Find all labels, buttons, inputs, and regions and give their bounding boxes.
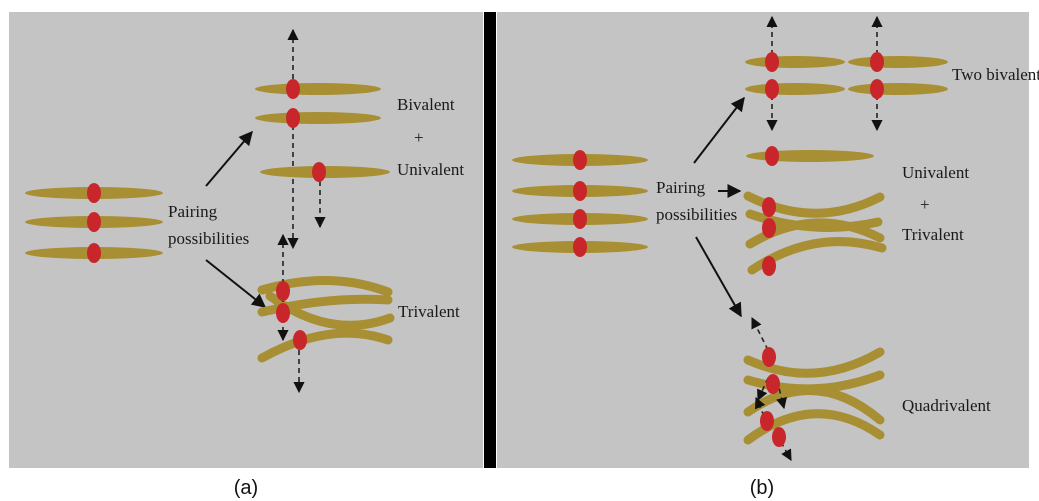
panel-a-trivalent-label: Trivalent bbox=[398, 302, 460, 321]
panel-b-bivalent-2 bbox=[848, 15, 948, 132]
panel-a-trivalent bbox=[257, 233, 395, 394]
panel-b-arrow-to-quadrivalent bbox=[695, 236, 742, 318]
panel-a-caption: (a) bbox=[234, 477, 258, 499]
panel-a: Pairing possibilities Bivalent + Univale… bbox=[25, 28, 464, 394]
panel-b-two-bivalents-label: Two bivalents bbox=[952, 65, 1039, 84]
panel-a-pairing-label-line1: Pairing bbox=[168, 202, 218, 221]
panel-b-quadrivalent-label: Quadrivalent bbox=[902, 396, 991, 415]
panel-a-bivalent bbox=[255, 28, 381, 250]
panel-a-univalent-label: Univalent bbox=[397, 160, 464, 179]
panel-b-univalent bbox=[746, 146, 874, 166]
panel-b-trivalent-label: Trivalent bbox=[902, 225, 964, 244]
panel-b-pairing-label-line2: possibilities bbox=[656, 205, 737, 224]
panel-a-univalent bbox=[260, 162, 390, 229]
panel-b-trivalent bbox=[743, 191, 887, 276]
panel-a-pairing-label-line2: possibilities bbox=[168, 229, 249, 248]
panel-a-background bbox=[9, 12, 483, 468]
panel-b-quadrivalent bbox=[743, 316, 885, 461]
panel-b-plus-sign: + bbox=[920, 195, 930, 214]
panel-b-caption: (b) bbox=[750, 477, 774, 499]
panel-divider bbox=[484, 12, 496, 468]
panel-a-arrow-to-bivalent bbox=[205, 130, 253, 187]
panel-b-initial-chromosomes bbox=[512, 150, 648, 257]
panel-b-univalent-label: Univalent bbox=[902, 163, 969, 182]
panel-b-arrow-to-two-bivalents bbox=[693, 96, 745, 164]
panel-a-plus-sign: + bbox=[414, 128, 424, 147]
panel-b: Pairing possibilities Two bivalents bbox=[512, 15, 1039, 461]
panel-a-initial-chromosomes bbox=[25, 183, 163, 263]
panel-b-bivalent-1 bbox=[745, 15, 845, 132]
panel-a-bivalent-label: Bivalent bbox=[397, 95, 455, 114]
panel-b-pairing-label-line1: Pairing bbox=[656, 178, 706, 197]
panel-a-arrow-to-trivalent bbox=[205, 259, 267, 308]
